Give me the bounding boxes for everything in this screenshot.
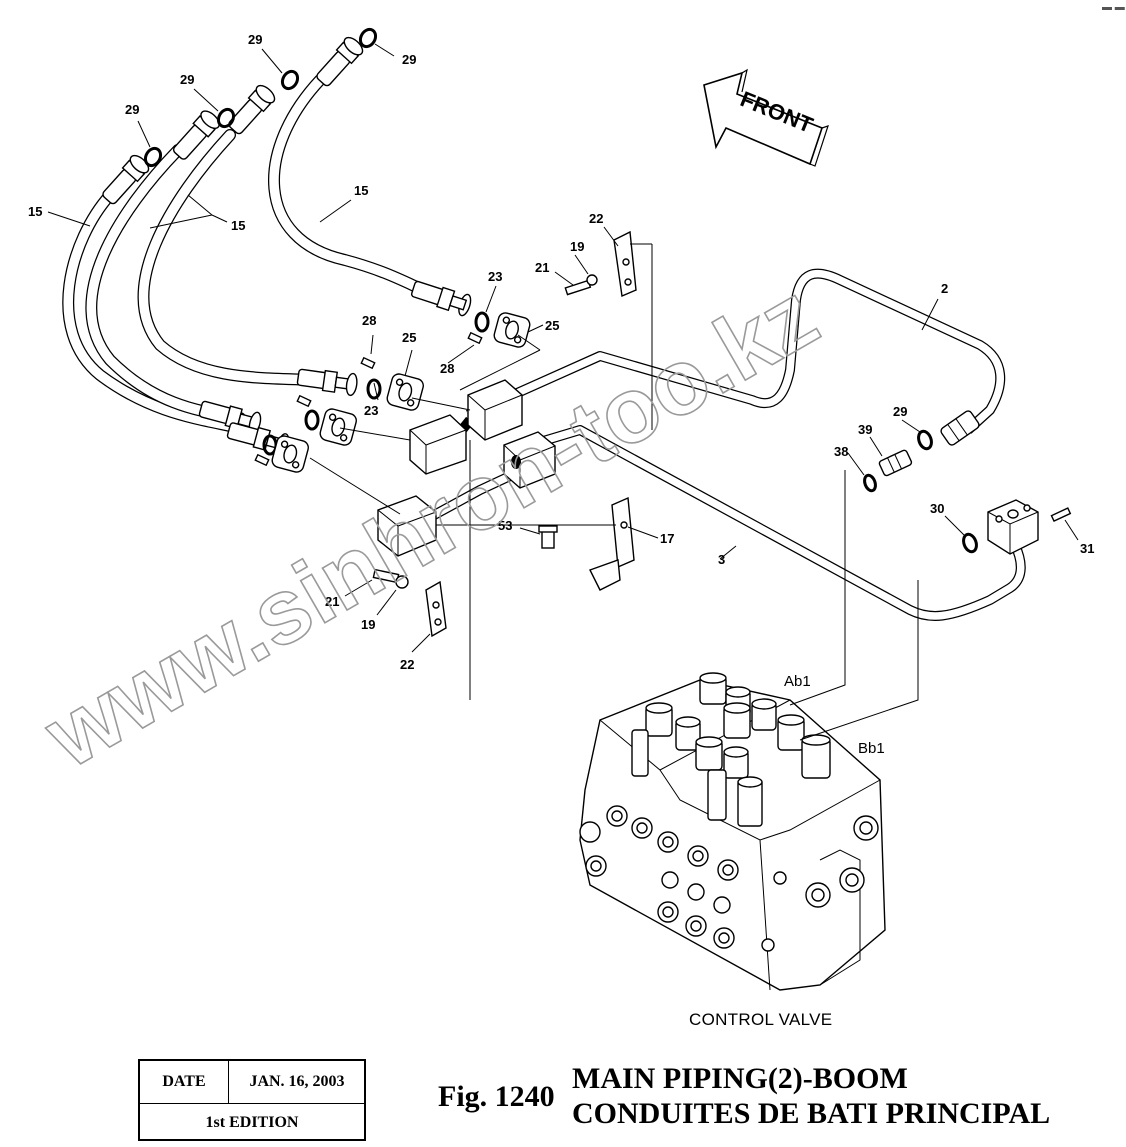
callout-53: 53 xyxy=(498,518,512,533)
port-label-bb1: Bb1 xyxy=(858,740,885,757)
title-block-date-row: DATE JAN. 16, 2003 xyxy=(140,1061,364,1104)
clamps-and-bracket xyxy=(372,230,637,638)
callout-23: 23 xyxy=(364,403,378,418)
pipe-end-blocks xyxy=(377,379,556,557)
callout-29: 29 xyxy=(248,32,262,47)
callout-28: 28 xyxy=(440,361,454,376)
hose-end-fittings-top xyxy=(102,36,364,205)
callout-labels: 29 29 29 29 15 15 15 22 19 21 23 25 28 2… xyxy=(28,32,1094,672)
callout-2: 2 xyxy=(941,281,948,296)
callout-19: 19 xyxy=(361,617,375,632)
hose-end-fittings-bottom xyxy=(198,280,472,456)
callout-15: 15 xyxy=(28,204,42,219)
figure-title-french: CONDUITES DE BATI PRINCIPAL xyxy=(572,1097,1051,1130)
port-label-ab1: Ab1 xyxy=(784,673,811,690)
callout-22: 22 xyxy=(400,657,414,672)
control-valve xyxy=(579,672,886,991)
callout-29: 29 xyxy=(893,404,907,419)
hose-assembly-group xyxy=(62,74,441,438)
callout-31: 31 xyxy=(1080,541,1094,556)
callout-39: 39 xyxy=(858,422,872,437)
callout-30: 30 xyxy=(930,501,944,516)
valve-ports xyxy=(579,805,879,952)
callout-3: 3 xyxy=(718,552,725,567)
callout-29: 29 xyxy=(125,102,139,117)
flange-block xyxy=(987,499,1039,555)
callout-29: 29 xyxy=(180,72,194,87)
adapters xyxy=(878,410,1072,555)
callout-28: 28 xyxy=(362,313,376,328)
callout-19: 19 xyxy=(570,239,584,254)
o-rings xyxy=(143,27,978,554)
callout-23: 23 xyxy=(488,269,502,284)
callout-22: 22 xyxy=(589,211,603,226)
split-flanges xyxy=(254,312,531,473)
date-value: JAN. 16, 2003 xyxy=(249,1073,345,1090)
leader-lines xyxy=(47,43,1079,741)
callout-21: 21 xyxy=(535,260,549,275)
callout-25: 25 xyxy=(545,318,559,333)
corner-mark: ▬ ▬ xyxy=(1102,2,1125,13)
edition-label: 1st EDITION xyxy=(205,1114,299,1131)
callout-15: 15 xyxy=(231,218,245,233)
figure-number: Fig. 1240 xyxy=(438,1080,555,1113)
callout-21: 21 xyxy=(325,594,339,609)
title-block: DATE JAN. 16, 2003 1st EDITION xyxy=(138,1059,366,1141)
callout-15: 15 xyxy=(354,183,368,198)
date-label: DATE xyxy=(140,1061,229,1103)
control-valve-caption: CONTROL VALVE xyxy=(689,1010,832,1029)
front-arrow: FRONT xyxy=(703,68,829,167)
callout-38: 38 xyxy=(834,444,848,459)
callout-25: 25 xyxy=(402,330,416,345)
callout-17: 17 xyxy=(660,531,674,546)
callout-29: 29 xyxy=(402,52,416,67)
valve-spool-caps xyxy=(631,672,831,827)
figure-title-english: MAIN PIPING(2)-BOOM xyxy=(572,1062,908,1095)
